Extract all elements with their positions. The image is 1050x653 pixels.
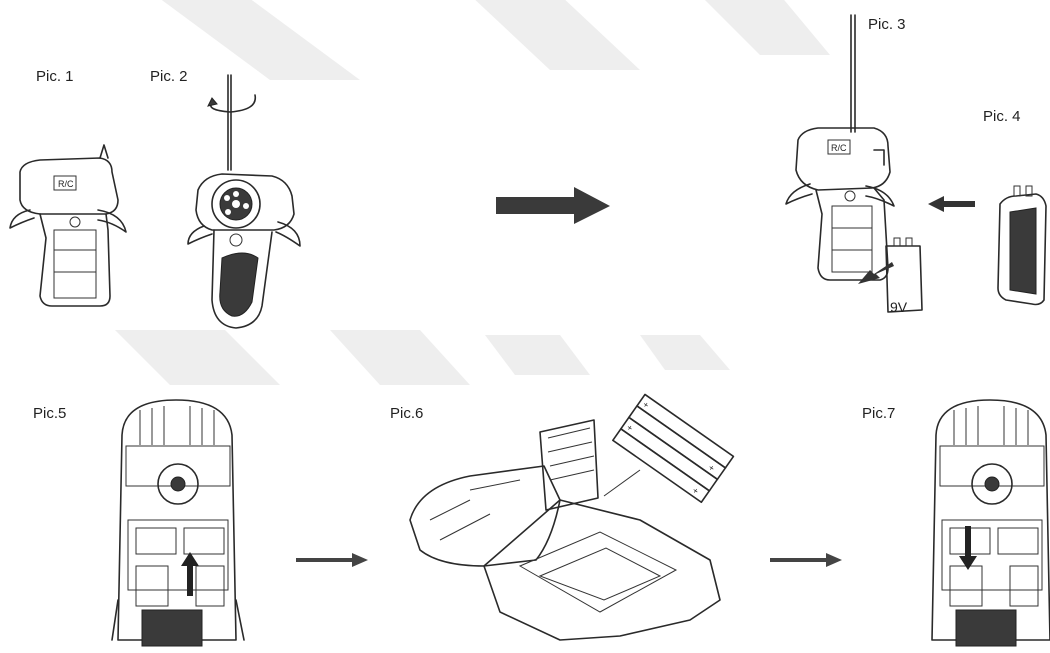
pic6-label: Pic.6 — [390, 405, 424, 422]
battery-9v-label: 9V — [890, 299, 908, 315]
svg-text:R/C: R/C — [831, 143, 847, 153]
pic2-label: Pic. 2 — [150, 68, 188, 85]
svg-text:+: + — [641, 399, 651, 410]
pic4-label: Pic. 4 — [983, 108, 1021, 125]
pic3-label: Pic. 3 — [868, 16, 906, 33]
svg-text:+: + — [625, 422, 635, 433]
pic1-label: Pic. 1 — [36, 68, 74, 85]
pic7-label: Pic.7 — [862, 405, 896, 422]
pic5-label: Pic.5 — [33, 405, 67, 422]
svg-text:+: + — [706, 462, 716, 473]
svg-text:+: + — [690, 485, 700, 496]
svg-text:R/C: R/C — [58, 179, 74, 189]
